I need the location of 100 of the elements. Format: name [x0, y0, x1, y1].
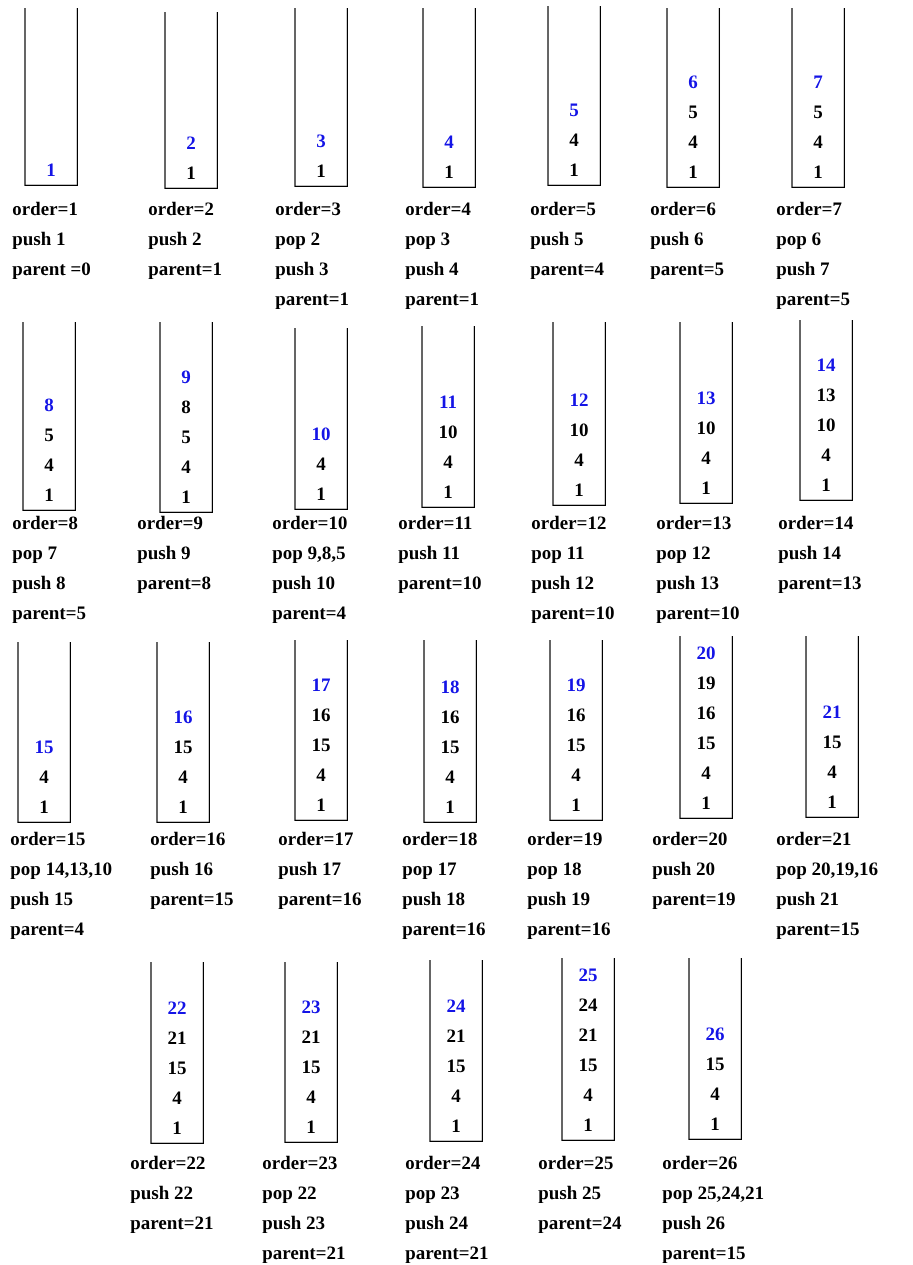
step-note: order=4 — [405, 201, 471, 216]
step-note: order=12 — [531, 515, 606, 530]
step-note: push 13 — [656, 575, 719, 594]
stack-drawing: 14 13 10 4 1 — [799, 319, 853, 501]
step-note: parent=4 — [10, 922, 84, 940]
stack-drawing: 6 5 4 1 — [666, 7, 720, 188]
step-note: order=24 — [405, 1155, 481, 1170]
step-note: pop 22 — [262, 1186, 316, 1204]
step-note: parent=10 — [656, 606, 739, 624]
step-note: parent=21 — [130, 1216, 213, 1234]
step-note: order=8 — [12, 515, 78, 530]
step-note: parent=4 — [530, 262, 604, 280]
step-note: pop 12 — [656, 546, 710, 564]
stack-drawing: 2 1 — [164, 11, 218, 189]
step-note: push 18 — [402, 891, 465, 910]
step-note: push 17 — [278, 861, 341, 880]
step-note: push 9 — [137, 545, 190, 564]
step-note: push 19 — [527, 891, 590, 910]
step-note: order=18 — [402, 831, 477, 846]
step-note: order=10 — [272, 515, 347, 530]
step-note: push 21 — [776, 891, 839, 910]
stack-drawing: 20 19 16 15 4 1 — [679, 635, 733, 819]
step-note: pop 17 — [402, 862, 457, 880]
step-note: order=1 — [12, 201, 77, 216]
step-note: pop 23 — [405, 1186, 459, 1204]
stack-drawing: 19 16 15 4 1 — [549, 639, 603, 821]
stack-drawing: 11 10 4 1 — [421, 325, 475, 508]
stack-drawing: 21 15 4 1 — [805, 635, 859, 818]
step-note: order=13 — [656, 515, 731, 530]
step-note: parent=15 — [150, 892, 233, 910]
step-note: order=20 — [652, 831, 727, 846]
step-note: order=6 — [650, 201, 716, 216]
step-note: parent=10 — [531, 606, 614, 624]
step-note: parent=4 — [272, 606, 346, 624]
step-note: parent=16 — [278, 892, 361, 910]
step-note: pop 9,8,5 — [272, 546, 345, 564]
step-note: pop 20,19,16 — [776, 862, 878, 880]
step-note: parent=19 — [652, 892, 735, 910]
stack-drawing: 9 8 5 4 1 — [159, 321, 213, 513]
step-note: order=5 — [530, 201, 596, 216]
step-note: pop 7 — [12, 546, 57, 564]
step-note: order=22 — [130, 1155, 205, 1170]
step-note: push 22 — [130, 1185, 193, 1204]
step-note: push 3 — [275, 261, 328, 280]
step-note: pop 3 — [405, 232, 450, 250]
step-note: push 5 — [530, 231, 583, 250]
step-note: order=3 — [275, 201, 341, 216]
step-note: push 26 — [662, 1215, 725, 1234]
step-note: order=26 — [662, 1155, 737, 1170]
step-note: pop 6 — [776, 232, 821, 250]
step-note: order=25 — [538, 1155, 613, 1170]
step-note: parent =0 — [12, 262, 90, 280]
stack-drawing: 10 4 1 — [294, 327, 348, 510]
step-note: order=21 — [776, 831, 851, 846]
stack-drawing: 25 24 21 15 4 1 — [561, 957, 615, 1141]
step-note: order=23 — [262, 1155, 337, 1170]
step-note: parent=8 — [137, 576, 211, 594]
step-note: parent=15 — [776, 922, 859, 940]
step-note: push 15 — [10, 891, 73, 910]
step-note: parent=5 — [12, 606, 86, 624]
step-note: pop 11 — [531, 546, 584, 564]
step-note: push 24 — [405, 1215, 468, 1234]
step-note: parent=21 — [262, 1246, 345, 1264]
stack-drawing: 7 5 4 1 — [791, 7, 845, 188]
step-note: push 4 — [405, 261, 459, 280]
step-note: order=19 — [527, 831, 602, 846]
step-note: parent=5 — [650, 262, 724, 280]
step-note: push 25 — [538, 1185, 601, 1204]
step-note: order=14 — [778, 515, 854, 530]
stack-drawing: 1 — [24, 7, 78, 186]
stack-drawing: 26 15 4 1 — [688, 957, 742, 1140]
step-note: push 2 — [148, 231, 201, 250]
stack-drawing: 4 1 — [422, 7, 476, 188]
step-note: push 8 — [12, 575, 65, 594]
step-note: parent=5 — [776, 292, 850, 310]
step-note: order=9 — [137, 515, 203, 530]
step-note: pop 18 — [527, 862, 581, 880]
step-note: pop 25,24,21 — [662, 1186, 764, 1204]
step-note: push 20 — [652, 861, 715, 880]
stack-drawing: 13 10 4 1 — [679, 321, 733, 504]
step-note: parent=1 — [405, 292, 479, 310]
step-note: order=16 — [150, 831, 225, 846]
step-note: parent=24 — [538, 1216, 622, 1234]
stack-drawing: 24 21 15 4 1 — [429, 959, 483, 1142]
stack-drawing: 3 1 — [294, 7, 348, 187]
step-note: push 6 — [650, 231, 703, 250]
step-note: parent=13 — [778, 576, 861, 594]
step-note: pop 14,13,10 — [10, 862, 112, 880]
step-note: push 10 — [272, 575, 335, 594]
step-note: order=17 — [278, 831, 353, 846]
step-note: push 12 — [531, 575, 594, 594]
stack-drawing: 18 16 15 4 1 — [423, 639, 477, 823]
stack-drawing: 12 10 4 1 — [552, 321, 606, 506]
stack-drawing: 5 4 1 — [547, 5, 601, 186]
step-note: order=11 — [398, 515, 472, 530]
stack-drawing: 23 21 15 4 1 — [284, 961, 338, 1143]
step-note: push 23 — [262, 1215, 325, 1234]
step-note: push 11 — [398, 545, 459, 564]
step-note: parent=16 — [527, 922, 610, 940]
stack-drawing: 17 16 15 4 1 — [294, 639, 348, 821]
